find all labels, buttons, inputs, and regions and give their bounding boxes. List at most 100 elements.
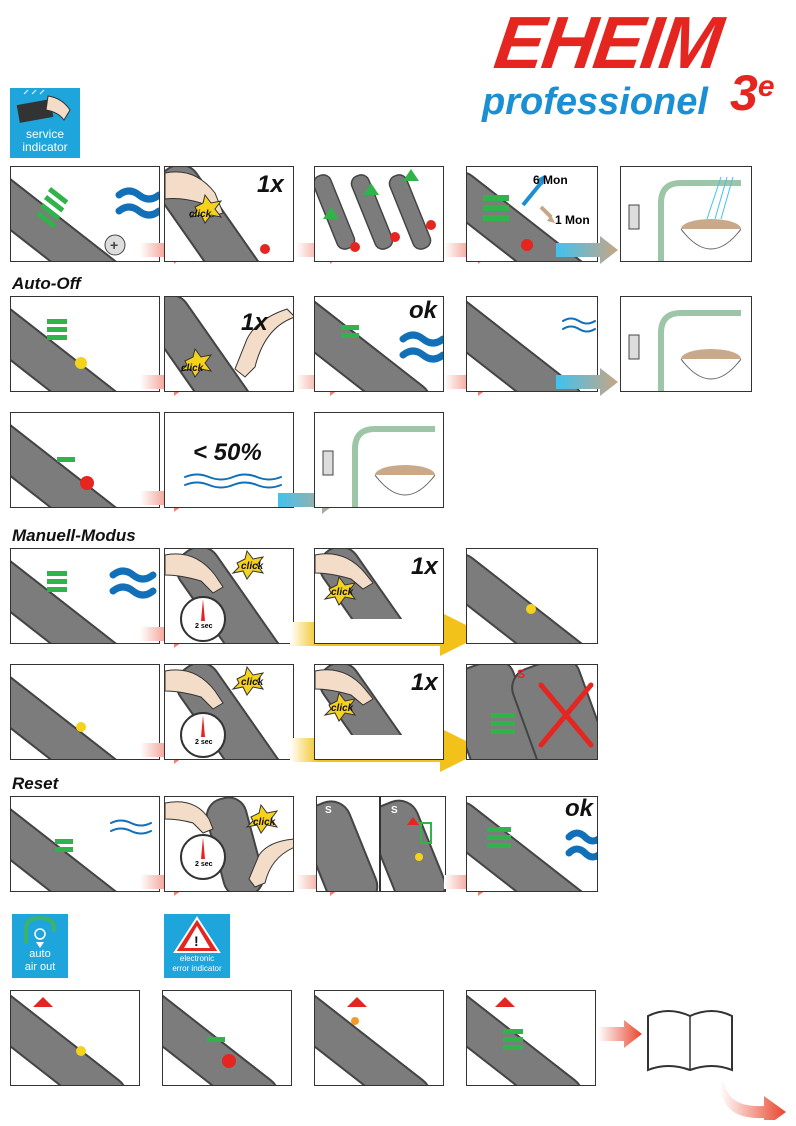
service-badge-line2: indicator	[22, 140, 68, 154]
panel-r1-leds-count-down	[314, 166, 444, 262]
waves-weak-icon	[110, 819, 152, 835]
device-press-illustration	[165, 167, 270, 261]
logo-version-sup: e	[757, 70, 775, 103]
warning-mark: !	[194, 933, 199, 949]
panel-r1-service-interval: 6 Mon 1 Mon	[466, 166, 598, 262]
error-badge-line1: electronic	[179, 954, 215, 963]
panel-r6-ok: ok	[466, 796, 598, 892]
device-hold-illustration	[165, 665, 290, 759]
warning-icon: !	[173, 916, 221, 953]
panel-r2-press-1x: click 1x	[164, 296, 294, 392]
timer-label: 2 sec	[195, 623, 213, 630]
waves-weak-icon	[184, 473, 282, 489]
press-count-label: 1x	[257, 171, 284, 198]
device-illustration	[11, 991, 128, 1085]
panel-r4-press-1x: click 1x	[314, 548, 444, 644]
cleaning-illustration	[628, 310, 742, 391]
eheim-logo: EHEIM professionel 3e	[430, 1, 780, 126]
s-key-label: S	[325, 805, 332, 816]
panel-r5-cancelled: S	[466, 664, 598, 760]
s-key-label: S	[517, 667, 526, 681]
waves-strong-icon	[565, 829, 597, 861]
device-illustration: +	[11, 169, 140, 261]
flow-percent-label: < 50%	[193, 439, 262, 466]
device-hold-illustration	[165, 797, 293, 891]
manual-book-icon	[647, 1010, 733, 1072]
waves-strong-icon	[399, 331, 443, 363]
device-press-illustration	[165, 297, 293, 391]
device-illustration	[381, 799, 445, 891]
arrow-right-icon	[598, 1020, 642, 1048]
panel-r2-clean-filter	[620, 296, 752, 392]
device-illustration	[11, 415, 140, 507]
device-interval-illustration	[467, 171, 592, 261]
ok-label: ok	[409, 297, 438, 324]
device-illustration	[11, 799, 140, 891]
s-key-label: S	[391, 805, 398, 816]
hand-device-icon	[16, 89, 71, 123]
press-count-label: 1x	[411, 669, 438, 696]
waves-weak-icon	[562, 317, 596, 333]
device-illustration	[467, 297, 584, 391]
panel-r6-hold-2sec: click 2 sec	[164, 796, 294, 892]
click-label: click	[241, 677, 264, 688]
error-badge-line2: error indicator	[172, 964, 222, 973]
led-sequence-illustration	[315, 169, 436, 252]
service-badge-line1: service	[25, 127, 64, 141]
device-illustration	[317, 800, 379, 891]
air-badge-line2: air out	[24, 961, 56, 973]
six-months-label: 6 Mon	[533, 173, 568, 187]
section-title-reset: Reset	[12, 774, 59, 793]
panel-r2-ok: ok	[314, 296, 444, 392]
panel-r7-error2	[314, 990, 444, 1086]
device-illustration	[11, 299, 140, 391]
logo-subtitle: professionel	[482, 81, 708, 123]
click-label: click	[331, 703, 354, 714]
device-hold-illustration	[165, 549, 290, 643]
device-illustration	[467, 991, 584, 1085]
panel-r6-device	[10, 796, 160, 892]
ok-label: ok	[565, 796, 594, 822]
waves-strong-icon	[115, 187, 159, 219]
cleaning-illustration	[628, 176, 742, 261]
device-illustration	[163, 991, 280, 1085]
logo-version: 3e	[730, 68, 775, 118]
panel-r2-device	[10, 296, 160, 392]
panel-r7-error3	[466, 990, 596, 1086]
press-count-label: 1x	[241, 309, 268, 336]
panel-r3-device-red	[10, 412, 160, 508]
panel-r4-device	[10, 548, 160, 644]
logo-version-number: 3	[730, 65, 758, 121]
next-page-arrow-icon	[720, 1082, 786, 1120]
timer-label: 2 sec	[195, 739, 213, 746]
panel-r4-hold-2sec: click 2 sec	[164, 548, 294, 644]
panel-r5-press-1x: click 1x	[314, 664, 444, 760]
device-illustration	[11, 551, 140, 643]
click-label: click	[189, 209, 212, 220]
arrow-blue-brown-icon	[556, 236, 618, 264]
panel-r7-air	[10, 990, 140, 1086]
panel-r3-flow-less-50: < 50%	[164, 412, 294, 508]
panel-r6-before: S	[316, 796, 380, 892]
waves-strong-icon	[109, 567, 157, 599]
panel-r1-press-1x: click 1x	[164, 166, 294, 262]
panel-r6-after: S	[380, 796, 446, 892]
device-illustration	[467, 801, 592, 891]
section-title-auto-off: Auto-Off	[12, 274, 81, 293]
device-illustration	[467, 553, 592, 643]
panel-r1-device-waves: +	[10, 166, 160, 262]
air-bubble-icon	[24, 915, 56, 948]
panel-r5-hold-2sec: click 2 sec	[164, 664, 294, 760]
press-count-label: 1x	[411, 553, 438, 580]
panel-r3-clean-filter	[314, 412, 444, 508]
timer-label: 2 sec	[195, 861, 213, 868]
logo-wordmark: EHEIM	[489, 1, 726, 84]
device-illustration	[315, 297, 432, 391]
svg-text:+: +	[110, 237, 118, 253]
device-illustration	[11, 667, 140, 759]
